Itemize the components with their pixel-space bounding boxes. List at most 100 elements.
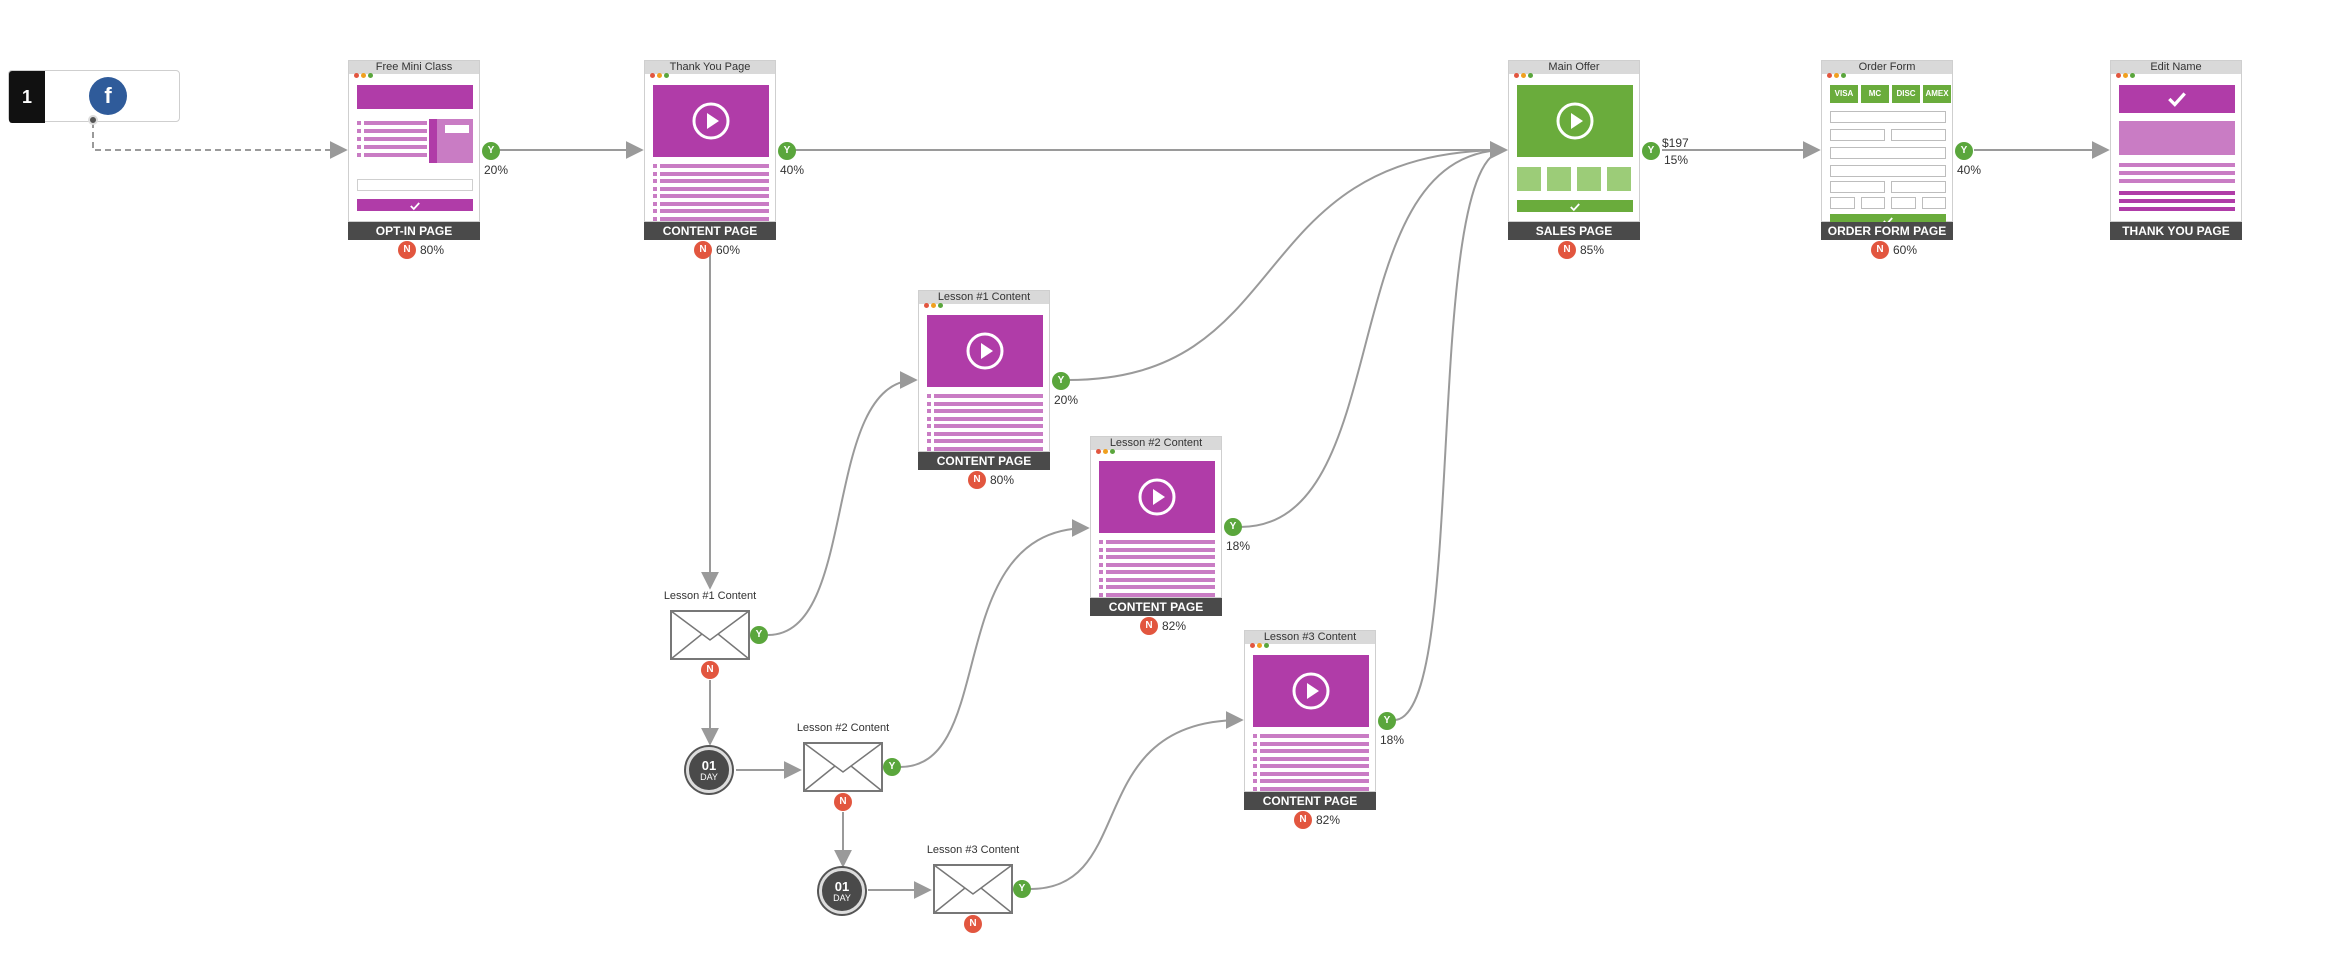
text-bullet xyxy=(1099,555,1103,559)
no-badge[interactable]: N xyxy=(834,793,852,811)
bullet-block xyxy=(1517,167,1541,191)
text-line xyxy=(1260,734,1369,738)
text-bullet xyxy=(357,129,361,133)
window-titlebar xyxy=(919,291,1049,304)
no-badge[interactable]: N xyxy=(968,471,986,489)
yes-badge[interactable]: Y xyxy=(482,142,500,160)
text-bullet xyxy=(653,186,657,191)
no-percentage: 60% xyxy=(1893,243,1918,257)
submit-button-mock xyxy=(357,199,473,211)
window-titlebar xyxy=(1245,631,1375,644)
text-bullet xyxy=(653,194,657,198)
source-number: 1 xyxy=(9,71,45,123)
window-controls xyxy=(2116,65,2138,78)
page-type-label: CONTENT PAGE xyxy=(1244,792,1376,810)
page-thumbnail[interactable]: Lesson #1 Content xyxy=(918,290,1050,452)
text-line xyxy=(2119,171,2235,175)
text-line xyxy=(364,145,427,149)
window-controls xyxy=(1096,441,1118,454)
traffic-source-node[interactable]: 1 f xyxy=(8,70,180,123)
source-connector-handle[interactable] xyxy=(88,115,98,125)
no-badge[interactable]: N xyxy=(398,241,416,259)
no-badge[interactable]: N xyxy=(1140,617,1158,635)
no-badge[interactable]: N xyxy=(701,661,719,679)
text-line xyxy=(660,171,769,176)
no-badge[interactable]: N xyxy=(1558,241,1576,259)
delay-unit: DAY xyxy=(700,772,718,782)
envelope-icon[interactable] xyxy=(803,742,883,792)
page-type-label: SALES PAGE xyxy=(1508,222,1640,240)
text-line xyxy=(1106,570,1215,574)
text-line xyxy=(660,209,769,213)
no-percentage: 82% xyxy=(1162,619,1187,633)
page-thumbnail[interactable]: Lesson #2 Content xyxy=(1090,436,1222,598)
text-line xyxy=(934,431,1043,436)
no-badge[interactable]: N xyxy=(1871,241,1889,259)
headline-bar xyxy=(357,85,473,109)
yes-badge[interactable]: Y xyxy=(1052,372,1070,390)
text-line xyxy=(1106,562,1215,567)
no-badge[interactable]: N xyxy=(964,915,982,933)
window-dot xyxy=(650,73,655,78)
page-thumbnail[interactable]: Lesson #3 Content xyxy=(1244,630,1376,792)
text-bullet xyxy=(1099,547,1103,552)
page-thumbnail[interactable]: Main Offer xyxy=(1508,60,1640,222)
page-thumbnail[interactable]: Edit Name xyxy=(2110,60,2242,222)
link-lesson2-to-sales xyxy=(1239,141,1508,528)
no-badge[interactable]: N xyxy=(1294,811,1312,829)
window-dot xyxy=(1827,73,1832,78)
window-dot xyxy=(931,303,936,308)
text-bullet xyxy=(927,416,931,421)
no-badge[interactable]: N xyxy=(694,241,712,259)
page-thumbnail[interactable]: Free Mini Class xyxy=(348,60,480,222)
window-titlebar xyxy=(1509,61,1639,74)
image-block xyxy=(2119,121,2235,155)
text-line xyxy=(934,394,1043,398)
yes-badge[interactable]: Y xyxy=(1955,142,1973,160)
yes-badge[interactable]: Y xyxy=(1378,712,1396,730)
page-type-label: ORDER FORM PAGE xyxy=(1821,222,1953,240)
checkmark-icon xyxy=(409,199,421,211)
window-dot xyxy=(664,73,669,78)
window-dot xyxy=(361,73,366,78)
delay-amount: 01 xyxy=(834,879,850,894)
window-controls xyxy=(1827,65,1849,78)
credit-card-discover-icon: DISC xyxy=(1892,85,1920,103)
delay-unit: DAY xyxy=(833,893,851,903)
text-bullet xyxy=(1253,749,1257,753)
window-controls xyxy=(650,65,672,78)
yes-badge[interactable]: Y xyxy=(1642,142,1660,160)
yes-badge[interactable]: Y xyxy=(1224,518,1242,536)
window-dot xyxy=(2130,73,2135,78)
text-bullet xyxy=(653,209,657,213)
text-bullet xyxy=(653,216,657,221)
yes-badge[interactable]: Y xyxy=(750,626,768,644)
envelope-icon[interactable] xyxy=(933,864,1013,914)
page-thumbnail[interactable]: Thank You Page xyxy=(644,60,776,222)
text-line xyxy=(660,186,769,191)
envelope-icon[interactable] xyxy=(670,610,750,660)
text-line xyxy=(1260,764,1369,768)
text-bullet xyxy=(1253,741,1257,746)
email-title: Lesson #3 Content xyxy=(926,844,1020,856)
text-bullet xyxy=(927,424,931,428)
yes-badge[interactable]: Y xyxy=(778,142,796,160)
form-field-mock xyxy=(1830,165,1946,177)
window-dot xyxy=(1096,449,1101,454)
yes-badge[interactable]: Y xyxy=(883,758,901,776)
text-line xyxy=(934,424,1043,428)
text-line xyxy=(660,164,769,168)
window-dot xyxy=(938,303,943,308)
yes-badge[interactable]: Y xyxy=(1013,880,1031,898)
